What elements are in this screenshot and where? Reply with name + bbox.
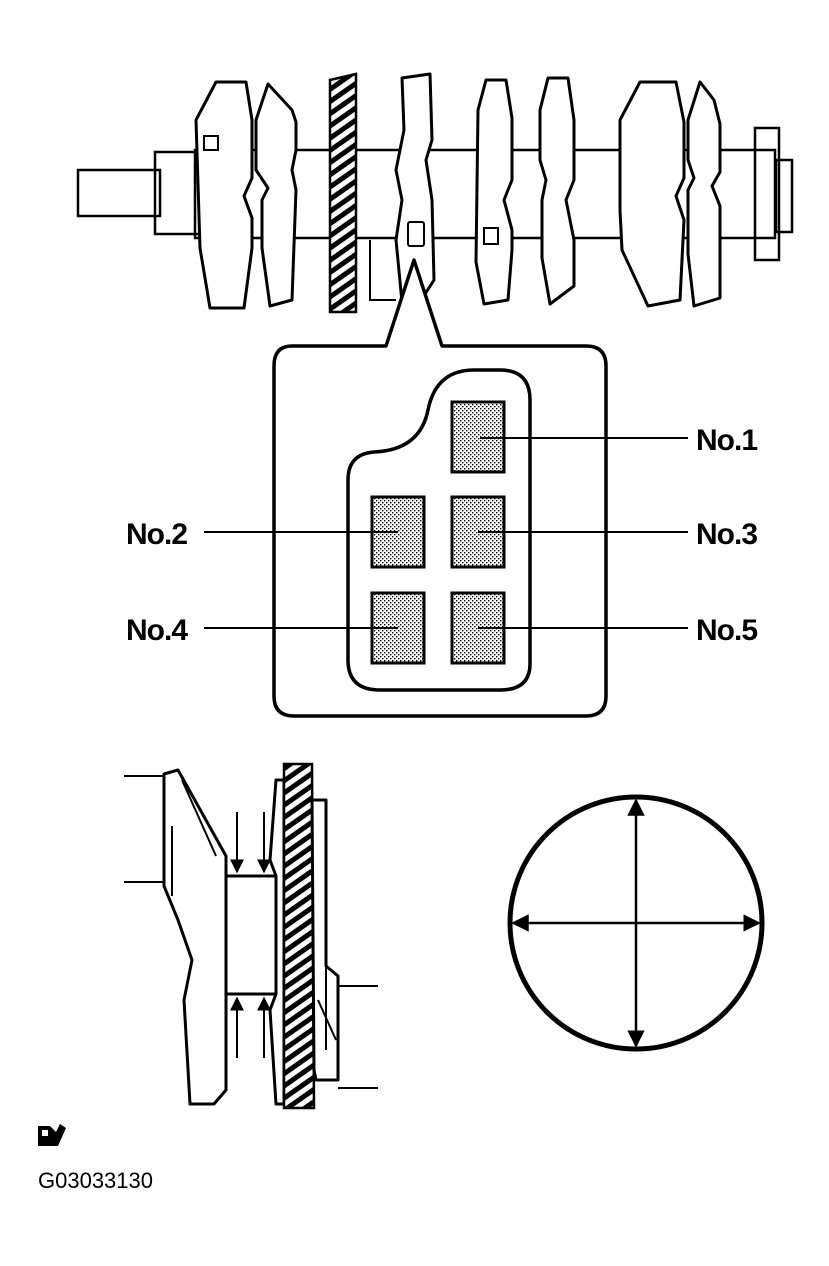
journal-cross-section xyxy=(507,794,765,1052)
journal-side-view xyxy=(124,762,378,1110)
label-no5: No.5 xyxy=(696,614,757,647)
label-no1: No.1 xyxy=(696,424,757,457)
crankshaft xyxy=(76,72,794,314)
figure-code: G03033130 xyxy=(38,1168,153,1193)
label-no4: No.4 xyxy=(126,614,188,647)
journal-callout: No.1 No.2 No.3 No.4 No.5 xyxy=(126,258,758,718)
label-no3: No.3 xyxy=(696,518,757,551)
hand-note-icon xyxy=(38,1124,66,1146)
label-no2: No.2 xyxy=(126,518,187,551)
